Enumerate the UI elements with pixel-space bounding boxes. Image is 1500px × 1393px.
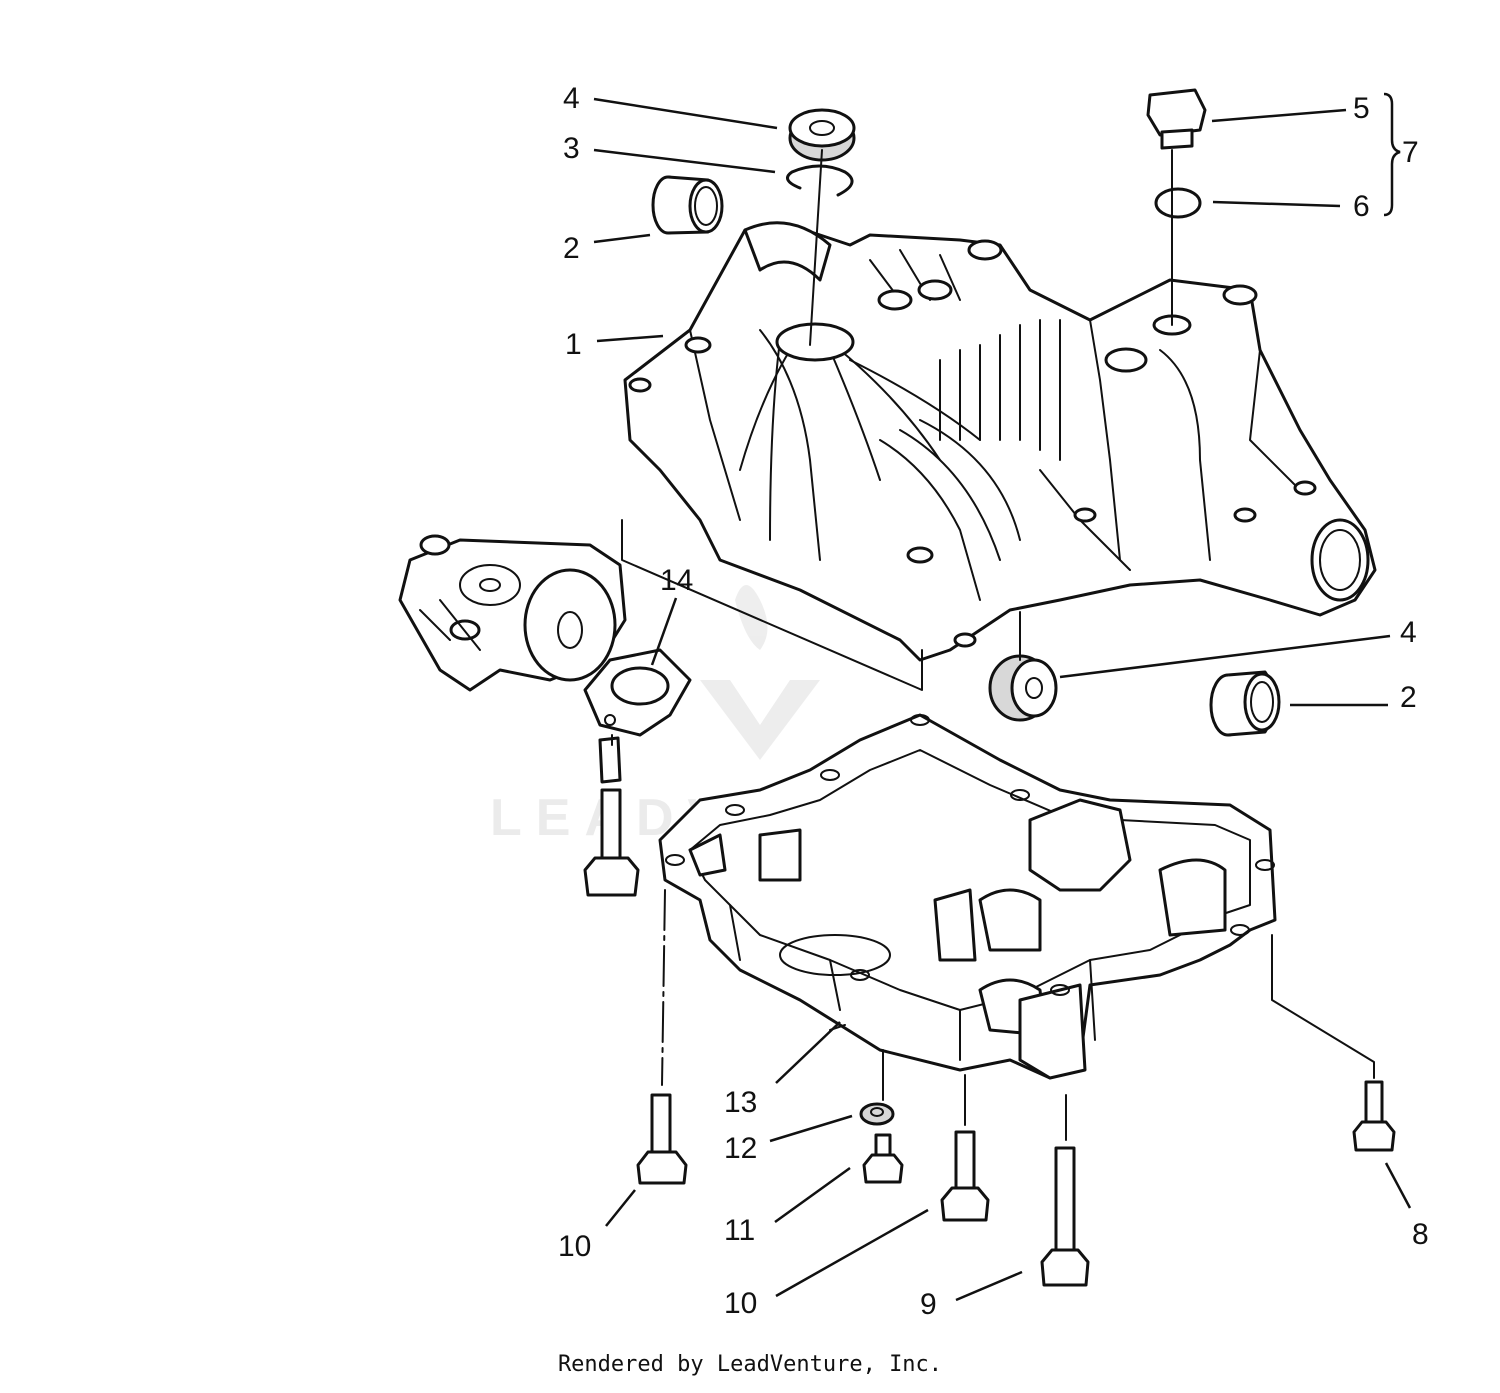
callout-numbers: 4 3 2 1 5 6 7 4 2 14 13 12 11 10 10 9 8 <box>558 82 1429 1321</box>
callout-10-mid: 10 <box>724 1287 757 1320</box>
callout-12: 12 <box>724 1132 757 1165</box>
callout-13: 13 <box>724 1086 757 1119</box>
washer-12 <box>859 1102 895 1126</box>
callout-3: 3 <box>563 132 580 165</box>
lower-case-housing <box>658 713 1277 1080</box>
bolt-9 <box>1040 1146 1090 1287</box>
seal-upper <box>788 108 856 162</box>
assembly-guide-lines <box>611 149 1375 1141</box>
callout-5: 5 <box>1353 92 1370 125</box>
callout-1: 1 <box>565 328 582 361</box>
callout-11: 11 <box>724 1214 755 1247</box>
footer-credit: Rendered by LeadVenture, Inc. <box>557 1352 943 1377</box>
callout-8: 8 <box>1412 1218 1429 1251</box>
pump-assembly <box>398 534 627 692</box>
o-ring <box>1154 187 1202 219</box>
bolt-10-mid <box>940 1130 990 1222</box>
leader-lines <box>593 92 1412 1302</box>
bolt-8 <box>1352 1080 1396 1152</box>
callout-2-upper: 2 <box>563 232 580 265</box>
upper-case-housing <box>623 221 1377 662</box>
callout-14: 14 <box>660 564 693 597</box>
seal-lower <box>988 654 1058 722</box>
callout-10-left: 10 <box>558 1230 591 1263</box>
screw-11 <box>862 1133 904 1184</box>
callout-7: 7 <box>1402 136 1419 169</box>
bypass-plate <box>583 648 692 737</box>
callout-2-lower: 2 <box>1400 681 1417 714</box>
bolt-10-left <box>636 1093 688 1185</box>
callout-6: 6 <box>1353 190 1370 223</box>
bushing-lower <box>1209 670 1281 737</box>
callout-9: 9 <box>920 1288 937 1321</box>
callout-4-upper: 4 <box>563 82 580 115</box>
drain-plug <box>1146 88 1207 150</box>
callout-4-lower: 4 <box>1400 616 1417 649</box>
bushing-upper <box>651 175 724 235</box>
retaining-ring <box>786 164 854 197</box>
